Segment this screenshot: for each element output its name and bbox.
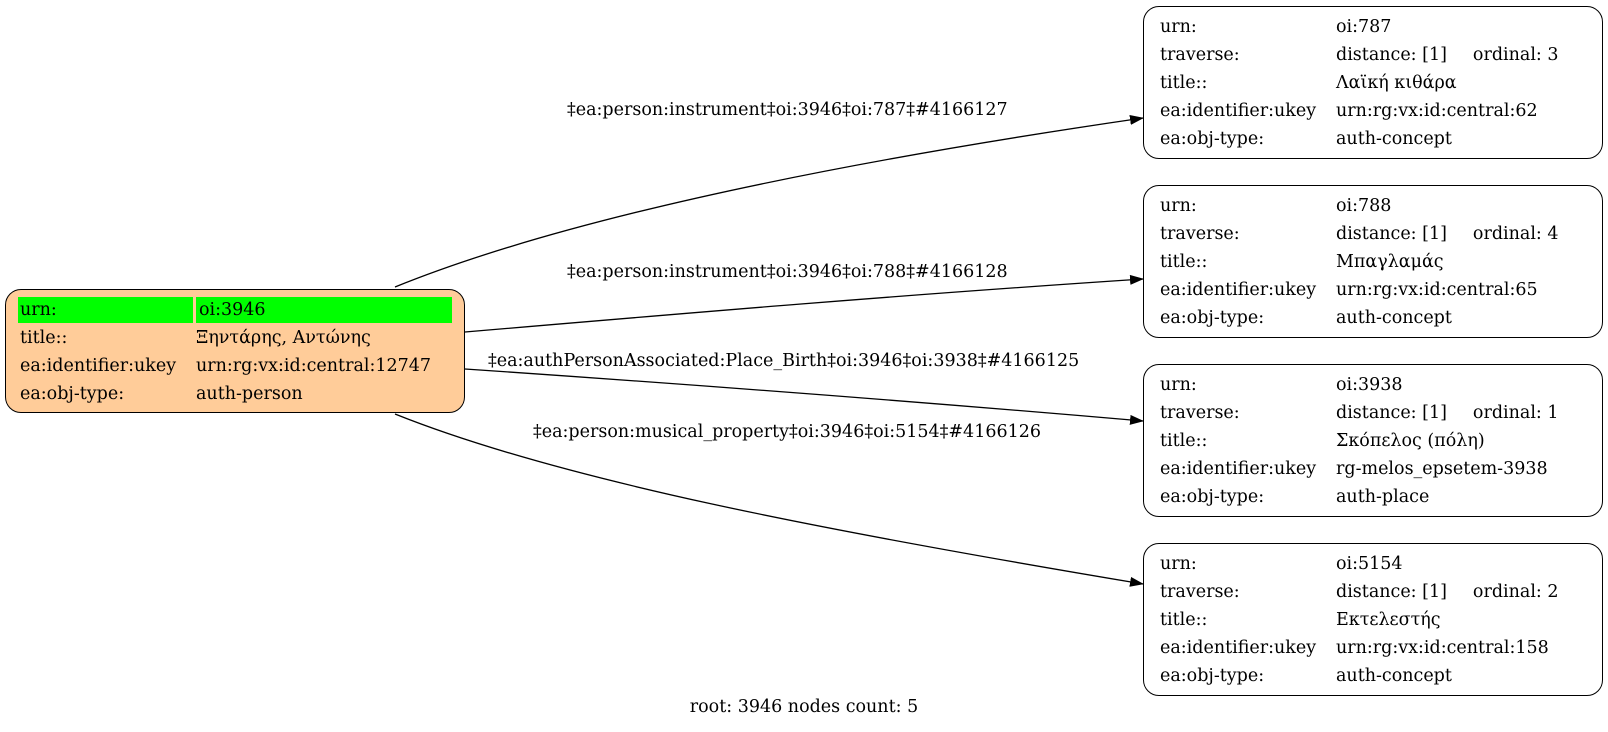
title-key: title:: — [1160, 73, 1208, 93]
type-value: auth-concept — [1336, 666, 1452, 686]
ukey-value: urn:rg:vx:id:central:158 — [1336, 638, 1549, 658]
distance-value: distance: [1] — [1336, 45, 1447, 65]
type-value: auth-place — [1336, 487, 1430, 507]
ukey-key: ea:identifier:ukey — [1160, 459, 1317, 479]
ukey-value: rg-melos_epsetem-3938 — [1336, 459, 1548, 479]
node-row-title: title::Μπαγλαμάς — [1158, 248, 1588, 276]
urn-value: oi:788 — [1336, 196, 1392, 216]
type-key: ea:obj-type: — [1160, 666, 1265, 686]
urn-value: oi:5154 — [1336, 554, 1403, 574]
urn-value: oi:787 — [1336, 17, 1392, 37]
root-urn-key: urn: — [18, 297, 193, 323]
root-ukey-key: ea:identifier:ukey — [20, 356, 177, 376]
title-key: title:: — [1160, 431, 1208, 451]
urn-key: urn: — [1160, 375, 1197, 395]
ordinal-value: ordinal: 2 — [1472, 582, 1559, 602]
edge-788[interactable] — [464, 274, 1144, 333]
child-node-788[interactable]: urn: oi:788 traverse: distance: [1] ordinal… — [1143, 185, 1603, 338]
edge-label-5154: ‡ea:person:musical_property‡oi:3946‡oi:5… — [533, 422, 1041, 442]
type-key: ea:obj-type: — [1160, 308, 1265, 328]
ukey-key: ea:identifier:ukey — [1160, 280, 1317, 300]
child-node-5154[interactable]: urn: oi:5154 traverse: distance: [1] ordina… — [1143, 543, 1603, 696]
node-row-type: ea:obj-type: auth-place — [1158, 483, 1588, 511]
type-key: ea:obj-type: — [1160, 129, 1265, 149]
title-key: title:: — [1160, 252, 1208, 272]
ukey-key: ea:identifier:ukey — [1160, 101, 1317, 121]
root-title-key: title:: — [20, 328, 68, 348]
node-row-urn: urn: oi:5154 — [1158, 550, 1588, 578]
type-value: auth-concept — [1336, 129, 1452, 149]
root-row-type: ea:obj-type: auth-person — [18, 380, 452, 408]
ordinal-value: ordinal: 3 — [1472, 45, 1559, 65]
root-type-key: ea:obj-type: — [20, 384, 125, 404]
child-node-787[interactable]: urn: oi:787 traverse: distance: [1] ordinal… — [1143, 6, 1603, 159]
traverse-key: traverse: — [1160, 403, 1240, 423]
node-row-ukey: ea:identifier:ukey urn:rg:vx:id:central:1… — [1158, 634, 1588, 662]
edge-787[interactable] — [394, 114, 1144, 288]
node-row-title: title::Σκόπελος (πόλη) — [1158, 427, 1588, 455]
node-row-urn: urn: oi:3938 — [1158, 371, 1588, 399]
distance-value: distance: [1] — [1336, 224, 1447, 244]
root-row-urn: urn: oi:3946 — [18, 296, 452, 324]
child-node-3938[interactable]: urn: oi:3938 traverse: distance: [1] ordina… — [1143, 364, 1603, 517]
type-value: auth-concept — [1336, 308, 1452, 328]
urn-key: urn: — [1160, 196, 1197, 216]
node-row-urn: urn: oi:787 — [1158, 13, 1588, 41]
node-row-type: ea:obj-type: auth-concept — [1158, 125, 1588, 153]
traverse-key: traverse: — [1160, 582, 1240, 602]
ukey-key: ea:identifier:ukey — [1160, 638, 1317, 658]
node-row-ukey: ea:identifier:ukey urn:rg:vx:id:central:6… — [1158, 97, 1588, 125]
root-title-value: Ξηντάρης, Αντώνης — [196, 328, 371, 348]
urn-value: oi:3938 — [1336, 375, 1403, 395]
title-key: title:: — [1160, 610, 1208, 630]
ordinal-value: ordinal: 1 — [1472, 403, 1559, 423]
ukey-value: urn:rg:vx:id:central:65 — [1336, 280, 1538, 300]
node-row-type: ea:obj-type: auth-concept — [1158, 304, 1588, 332]
title-value: Λαϊκή κιθάρα — [1336, 73, 1457, 93]
ordinal-value: ordinal: 4 — [1472, 224, 1559, 244]
root-row-title: title:: Ξηντάρης, Αντώνης — [18, 324, 452, 352]
root-ukey-value: urn:rg:vx:id:central:12747 — [196, 356, 432, 376]
graph-footer: root: 3946 nodes count: 5 — [689, 697, 919, 717]
node-row-title: title::Εκτελεστής — [1158, 606, 1588, 634]
node-row-traverse: traverse: distance: [1] ordinal: 1 — [1158, 399, 1588, 427]
edge-label-3938: ‡ea:authPersonAssociated:Place_Birth‡oi:… — [488, 351, 1080, 371]
node-row-ukey: ea:identifier:ukey rg-melos_epsetem-3938 — [1158, 455, 1588, 483]
urn-key: urn: — [1160, 17, 1197, 37]
ukey-value: urn:rg:vx:id:central:62 — [1336, 101, 1538, 121]
type-key: ea:obj-type: — [1160, 487, 1265, 507]
edge-5154[interactable] — [394, 413, 1144, 587]
distance-value: distance: [1] — [1336, 403, 1447, 423]
urn-key: urn: — [1160, 554, 1197, 574]
edge-3938[interactable] — [464, 368, 1144, 425]
node-row-type: ea:obj-type: auth-concept — [1158, 662, 1588, 690]
root-row-ukey: ea:identifier:ukey urn:rg:vx:id:central:… — [18, 352, 452, 380]
node-row-ukey: ea:identifier:ukey urn:rg:vx:id:central:6… — [1158, 276, 1588, 304]
title-value: Μπαγλαμάς — [1336, 252, 1444, 272]
title-value: Σκόπελος (πόλη) — [1336, 431, 1485, 451]
traverse-key: traverse: — [1160, 224, 1240, 244]
node-row-title: title::Λαϊκή κιθάρα — [1158, 69, 1588, 97]
distance-value: distance: [1] — [1336, 582, 1447, 602]
edge-label-788: ‡ea:person:instrument‡oi:3946‡oi:788‡#41… — [567, 262, 1008, 282]
root-urn-value: oi:3946 — [196, 297, 452, 323]
title-value: Εκτελεστής — [1336, 610, 1441, 630]
node-row-traverse: traverse: distance: [1] ordinal: 3 — [1158, 41, 1588, 69]
edge-label-787: ‡ea:person:instrument‡oi:3946‡oi:787‡#41… — [567, 100, 1008, 120]
root-node[interactable]: urn: oi:3946 title:: Ξηντάρης, Αντώνης e… — [5, 289, 465, 413]
node-row-traverse: traverse: distance: [1] ordinal: 2 — [1158, 578, 1588, 606]
node-row-traverse: traverse: distance: [1] ordinal: 4 — [1158, 220, 1588, 248]
traverse-key: traverse: — [1160, 45, 1240, 65]
root-type-value: auth-person — [196, 384, 303, 404]
node-row-urn: urn: oi:788 — [1158, 192, 1588, 220]
